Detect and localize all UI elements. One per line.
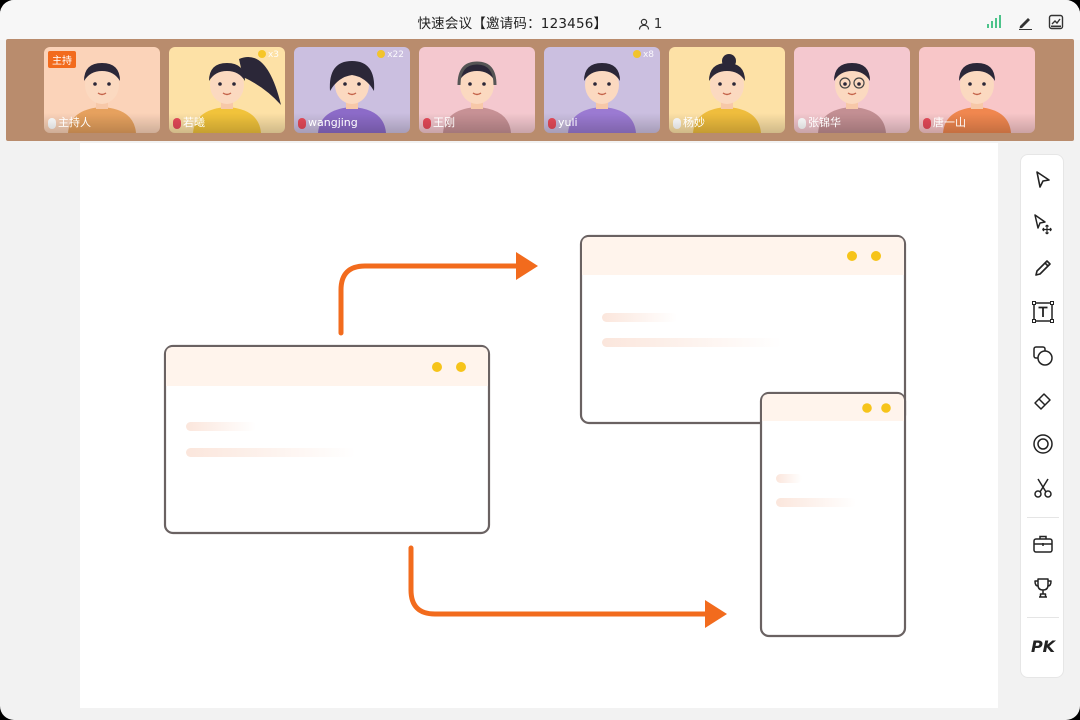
meeting-title-row: 快速会议【邀请码：123456】 1 xyxy=(0,12,1080,32)
avatar xyxy=(693,54,761,133)
pencil-icon[interactable] xyxy=(1030,255,1056,281)
mic-muted-icon xyxy=(423,118,431,129)
participant-strip: 主持主持人 x3 若曦 x22 wangjing 王刚 x8 yuli 杨妙张锦华唐一山 xyxy=(6,39,1074,141)
participant-name: wangjing xyxy=(294,113,410,133)
toolbox-icon[interactable] xyxy=(1030,531,1056,557)
reward-count: x3 xyxy=(257,50,279,60)
participant-name: 王刚 xyxy=(419,113,535,133)
avatar xyxy=(193,56,281,133)
avatar xyxy=(943,63,1011,133)
window-mockup-bottom-right xyxy=(759,391,907,638)
participant-name: yuli xyxy=(544,113,660,133)
arrow-head xyxy=(705,600,727,628)
avatar xyxy=(68,63,136,133)
mic-icon xyxy=(673,118,681,129)
mic-muted-icon xyxy=(548,118,556,129)
participant-tile[interactable]: x3 若曦 xyxy=(169,47,285,133)
shapes-icon[interactable] xyxy=(1030,343,1056,369)
toolbar-divider xyxy=(1027,617,1059,618)
scissors-icon[interactable] xyxy=(1030,475,1056,501)
user-count[interactable]: 1 xyxy=(638,16,663,32)
participant-name: 张锦华 xyxy=(794,113,910,133)
participant-name: 杨妙 xyxy=(669,113,785,133)
window-mockup-left xyxy=(163,344,491,535)
participant-tile[interactable]: 王刚 xyxy=(419,47,535,133)
meeting-title: 快速会议【邀请码：123456】 xyxy=(417,16,608,32)
top-bar: 快速会议【邀请码：123456】 1 xyxy=(0,0,1080,40)
reward-icon xyxy=(377,50,386,58)
whiteboard-drawing xyxy=(163,234,907,638)
mic-icon xyxy=(798,118,806,129)
participant-tile[interactable]: 杨妙 xyxy=(669,47,785,133)
mic-muted-icon xyxy=(923,118,931,129)
participant-name: 主持人 xyxy=(44,113,160,133)
arrow-up-right xyxy=(338,263,523,336)
eraser-icon[interactable] xyxy=(1030,387,1056,413)
pk-button[interactable]: PK xyxy=(1030,636,1056,656)
mic-icon xyxy=(48,118,56,129)
chart-icon[interactable] xyxy=(1047,13,1064,30)
window-mockup-top-right xyxy=(579,234,907,425)
select-move-icon[interactable] xyxy=(1030,211,1056,237)
person-icon xyxy=(638,18,649,30)
participant-tile[interactable]: 张锦华 xyxy=(794,47,910,133)
mic-muted-icon xyxy=(298,118,306,129)
arrow-head xyxy=(516,252,538,280)
host-badge: 主持 xyxy=(48,51,76,68)
whiteboard-canvas[interactable] xyxy=(80,143,998,708)
participant-tile[interactable]: 唐一山 xyxy=(919,47,1035,133)
avatar xyxy=(318,61,386,133)
pointer-icon[interactable] xyxy=(1030,167,1056,193)
trophy-icon[interactable] xyxy=(1030,575,1056,601)
participant-tile[interactable]: x22 wangjing xyxy=(294,47,410,133)
pen-icon[interactable] xyxy=(1016,13,1033,30)
avatar xyxy=(818,63,886,133)
avatar xyxy=(443,61,511,133)
toolbar-divider xyxy=(1027,517,1059,518)
reward-icon xyxy=(257,50,266,58)
signal-icon[interactable] xyxy=(985,13,1002,30)
participant-tile[interactable]: 主持主持人 xyxy=(44,47,160,133)
participant-tile[interactable]: x8 yuli xyxy=(544,47,660,133)
reward-icon xyxy=(632,50,641,58)
reward-count: x22 xyxy=(377,50,404,60)
participant-name: 唐一山 xyxy=(919,113,1035,133)
laser-icon[interactable] xyxy=(1030,431,1056,457)
avatar xyxy=(568,63,636,133)
text-icon[interactable] xyxy=(1030,299,1056,325)
participant-name: 若曦 xyxy=(169,113,285,133)
arrow-down-right xyxy=(408,545,711,617)
whiteboard-toolbar: PK xyxy=(1020,154,1064,678)
mic-muted-icon xyxy=(173,118,181,129)
reward-count: x8 xyxy=(632,50,654,60)
